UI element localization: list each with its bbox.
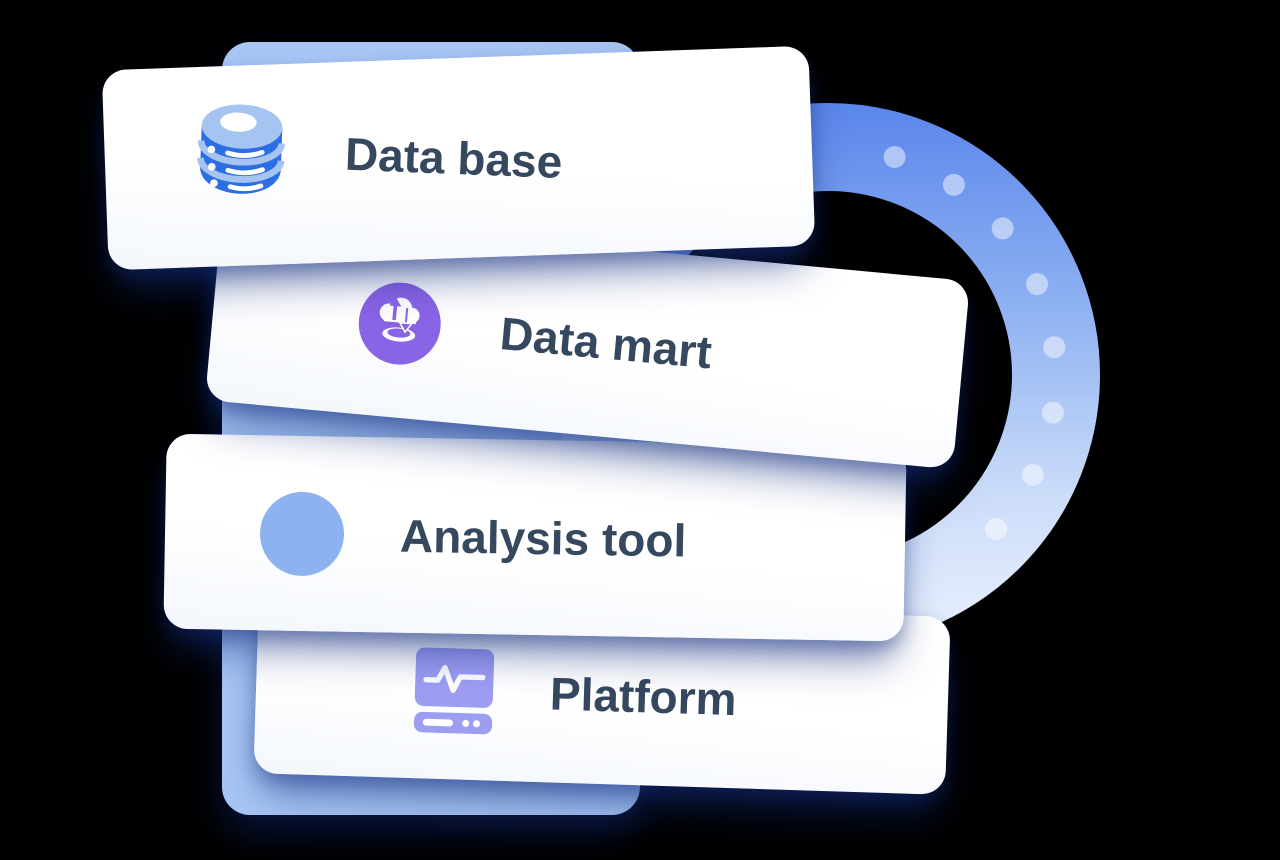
card-label: Data base: [344, 127, 564, 188]
cloud-sync-database-icon: [355, 278, 444, 367]
card-label: Data mart: [497, 306, 715, 378]
card-platform: Platform: [253, 595, 951, 795]
card-content-row: Data base: [101, 45, 815, 272]
circle-icon: [259, 490, 345, 577]
card-data-base: Data base: [101, 45, 816, 272]
card-label: Analysis tool: [399, 509, 687, 567]
card-analysis-tool: Analysis tool: [163, 433, 907, 642]
card-data-mart: Data mart: [204, 211, 971, 470]
ring-dots: [883, 146, 1066, 541]
database-icon: [191, 98, 291, 202]
monitor-pulse-icon: [412, 645, 497, 736]
card-label: Platform: [549, 667, 738, 726]
